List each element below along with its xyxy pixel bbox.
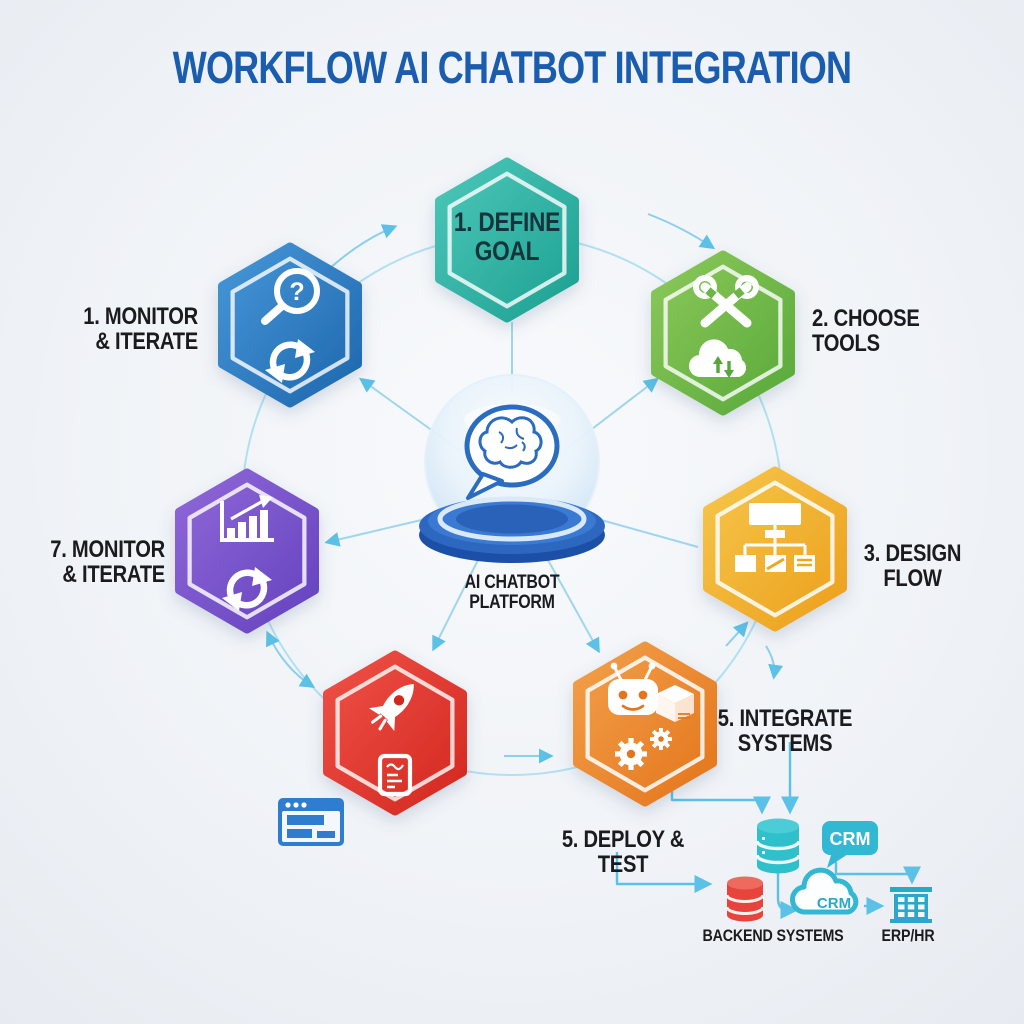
svg-text:?: ? (289, 278, 304, 306)
node-label-line: 1. MONITOR (83, 303, 198, 330)
cycle-arrows (266, 213, 784, 764)
magnifier-question-icon: ? (261, 268, 320, 325)
backend-connectors (615, 742, 921, 919)
hexagon-choose-tools (651, 250, 795, 416)
hexagon-deploy-test (323, 650, 467, 816)
tools-icon (693, 275, 759, 328)
node-label-integrate-systems: 5. INTEGRATE SYSTEMS (714, 706, 857, 757)
node-label-define-goal: 1. DEFINE GOAL (440, 208, 574, 265)
hexagon-monitor-iterate-7 (175, 468, 319, 634)
rocket-icon (368, 683, 414, 732)
node-label-line: GOAL (474, 235, 540, 266)
brain-speech-bubble-icon (464, 404, 560, 500)
growth-chart-icon (220, 495, 274, 542)
node-label-line: SYSTEMS (737, 730, 833, 758)
node-label-design-flow: 3. DESIGN FLOW (856, 541, 969, 592)
svg-text:CRM: CRM (830, 829, 871, 849)
node-label-choose-tools: 2. CHOOSE TOOLS (812, 306, 946, 357)
cloud-sync-icon (688, 339, 747, 378)
node-label-monitor-iterate-7: 7. MONITOR & ITERATE (39, 537, 165, 588)
flowchart-icon (735, 503, 815, 572)
node-label-line: 7. MONITOR (50, 536, 165, 563)
node-label-line: 2. CHOOSE (812, 305, 920, 332)
node-label-line: FLOW (883, 565, 942, 593)
red-database-icon (725, 876, 765, 922)
central-hub (419, 374, 605, 563)
central-hub-label-line: PLATFORM (469, 592, 555, 614)
backend-systems-label-line: BACKEND SYSTEMS (702, 926, 844, 945)
hexagon-integrate-systems (573, 641, 717, 807)
backend-systems-label: BACKEND SYSTEMS (702, 926, 845, 945)
node-label-line: & ITERATE (62, 561, 166, 589)
backend-cluster: CRM CRM (725, 818, 932, 923)
node-label-line: 3. DESIGN (863, 540, 962, 567)
node-label-line: TOOLS (812, 330, 880, 358)
erp-hr-label-line: ERP/HR (881, 926, 935, 945)
platform-base (419, 496, 605, 563)
browser-window-icon (278, 798, 344, 846)
tablet-icon (377, 753, 413, 797)
hexagon-define-goal (435, 157, 579, 323)
page-title: WORKFLOW AI CHATBOT INTEGRATION (172, 42, 852, 93)
node-label-line: 1. DEFINE (453, 207, 561, 237)
gears-icon (615, 728, 672, 770)
teal-database-icon (755, 818, 801, 874)
package-icon (656, 685, 694, 722)
crm-badge-icon: CRM (822, 821, 878, 868)
erp-hr-label: ERP/HR (874, 926, 943, 945)
central-hub-label: AI CHATBOT PLATFORM (441, 572, 584, 614)
hexagon-design-flow (703, 466, 847, 632)
node-label-line: 5. INTEGRATE (717, 705, 853, 732)
node-label-monitor-iterate-1: 1. MONITOR & ITERATE (76, 304, 198, 355)
node-label-line: 5. DEPLOY & TEST (561, 826, 685, 879)
svg-text:CRM: CRM (817, 895, 851, 912)
hexagon-monitor-iterate-1: ? (218, 242, 362, 408)
node-label-deploy-test: 5. DEPLOY & TEST (543, 827, 703, 878)
crm-cloud-icon: CRM (790, 867, 859, 915)
building-icon (890, 887, 932, 923)
node-label-line: & ITERATE (95, 328, 198, 356)
central-hub-label-line: AI CHATBOT (464, 572, 560, 593)
robot-icon (608, 662, 658, 715)
